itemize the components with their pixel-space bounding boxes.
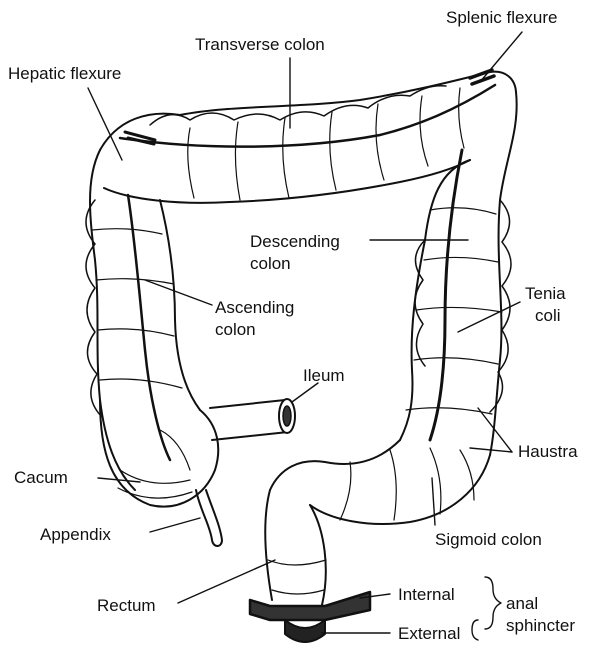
label-appendix: Appendix (40, 525, 111, 545)
label-rectum: Rectum (97, 596, 156, 616)
label-haustra: Haustra (518, 442, 578, 462)
leader-sigmoid (432, 478, 435, 525)
external-brace (472, 620, 478, 640)
descending-colon-shape (400, 92, 517, 455)
label-external: External (398, 624, 460, 644)
label-descending-colon-line2: colon (250, 254, 291, 274)
label-cacum: Cacum (14, 468, 68, 488)
label-anal: anal (506, 594, 538, 614)
label-ascending-colon-line2: colon (215, 320, 256, 340)
label-transverse-colon: Transverse colon (195, 35, 325, 55)
rectum-shape (265, 490, 326, 605)
leader-splenic (480, 32, 522, 82)
label-splenic-flexure: Splenic flexure (446, 8, 558, 28)
label-internal: Internal (398, 585, 455, 605)
label-ascending-colon-line1: Ascending (215, 298, 294, 318)
label-hepatic-flexure: Hepatic flexure (8, 64, 121, 84)
cecum-shape (100, 400, 218, 507)
label-tenia-coli-line2: coli (535, 306, 561, 326)
label-ileum: Ileum (303, 366, 345, 386)
leader-hepatic (88, 88, 122, 160)
label-sphincter: sphincter (506, 616, 575, 636)
anal-sphincter-shape (250, 592, 370, 642)
label-descending-colon-line1: Descending (250, 232, 340, 252)
transverse-colon-shape (100, 70, 516, 203)
sigmoid-colon-shape (270, 440, 490, 524)
label-tenia-coli-line1: Tenia (525, 284, 566, 304)
label-sigmoid-colon: Sigmoid colon (435, 530, 542, 550)
leader-tenia (458, 302, 520, 332)
sphincter-brace (485, 577, 501, 629)
leader-rectum (178, 560, 275, 603)
leader-appendix (150, 518, 200, 532)
ileum-shape (210, 399, 295, 440)
leader-ascending (145, 280, 212, 305)
